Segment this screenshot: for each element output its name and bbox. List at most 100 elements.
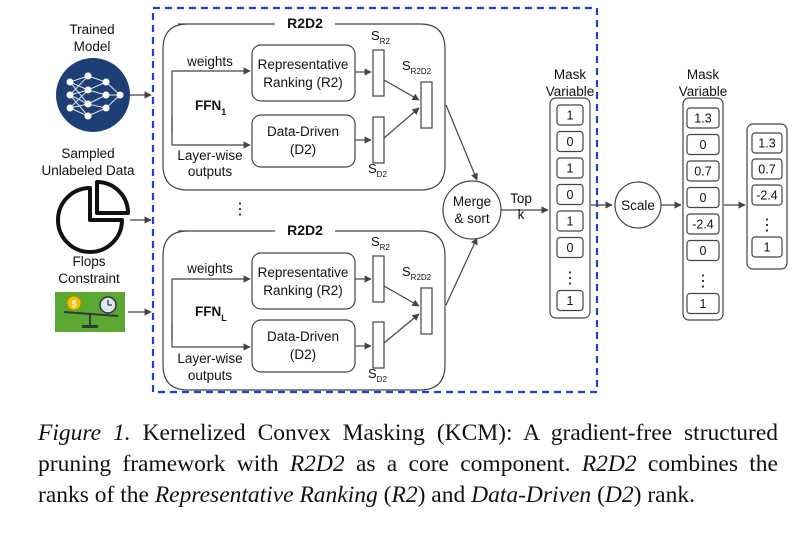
mask-value: 1 (700, 297, 707, 311)
mask-cell (751, 184, 783, 206)
r2d2-title: R2D2 (287, 15, 323, 31)
mask-variable-label-2: Variable (546, 84, 595, 99)
s-r2-label: SR2 (371, 28, 390, 46)
merge-sort-node (442, 180, 502, 240)
caption-rr: Representative Ranking (154, 482, 378, 508)
caption-r2d2: R2D2 (581, 451, 637, 477)
mask-cell (556, 236, 584, 259)
mask-value: 1 (567, 109, 574, 123)
mask-cell (686, 133, 720, 156)
r2d2-title: R2D2 (287, 222, 323, 238)
figure-label: Figure 1. (38, 420, 131, 446)
caption-text: ( (591, 482, 605, 508)
rr-label: Representative (258, 57, 349, 72)
mask-value: 0.7 (694, 165, 711, 179)
mask-variable-label: Mask (554, 67, 587, 82)
mask-value: 0 (700, 138, 707, 152)
ellipsis-cell: ⋮ (695, 273, 711, 290)
mask-cell (686, 186, 720, 209)
mask-cell (556, 289, 584, 312)
mask-cell (686, 160, 720, 182)
mask-value: 0.7 (758, 163, 775, 177)
svg-text:$: $ (71, 299, 76, 309)
mask-value: 0 (700, 244, 707, 258)
final-mask-cells: 1.3 0.7 -2.4 ⋮ 1 (751, 132, 783, 258)
s-r2-bar (372, 255, 385, 303)
ellipsis-cell: ⋮ (562, 270, 578, 287)
ellipsis-cell: ⋮ (759, 217, 775, 234)
caption-text: as a core component. (344, 451, 582, 477)
mask-cell (556, 157, 584, 179)
mask-cell (686, 239, 720, 262)
s-r2d2-bar (420, 287, 433, 335)
neural-network-icon (56, 58, 130, 132)
mask-value: 1.3 (694, 112, 711, 126)
s-r2d2-label: SR2D2 (402, 264, 432, 282)
rr-label-2: Ranking (R2) (263, 75, 343, 90)
layerwise-label-2: outputs (188, 164, 233, 179)
s-d2-bar (372, 321, 385, 369)
kcm-diagram: Trained Model Sampled Unlabeled Data Flo… (41, 6, 788, 394)
caption-dd: Data-Driven (471, 482, 592, 508)
ffn-label: FFNL (195, 304, 227, 323)
mask-value: -2.4 (756, 189, 778, 203)
mask-value: 1 (764, 241, 771, 255)
layerwise-label: Layer-wise (177, 148, 242, 163)
s-d2-bar (372, 116, 385, 164)
trained-model-label-2: Model (74, 39, 111, 54)
caption-d2: D2 (604, 482, 634, 508)
flops-label-2: Constraint (58, 271, 120, 286)
flops-scale-icon: $ (55, 292, 125, 332)
mask-value: 1 (567, 162, 574, 176)
mask-column-2-cells: 1.300.70-2.40⋮1 (686, 107, 720, 315)
mask-variable-label: Mask (687, 67, 720, 82)
mask-value: 1.3 (758, 137, 775, 151)
data-driven-box (251, 319, 356, 373)
weights-label: weights (186, 54, 233, 69)
caption-r2d2: R2D2 (289, 451, 345, 477)
s-d2-label: SD2 (368, 161, 387, 179)
mask-cell (686, 213, 720, 235)
rr-label: Representative (258, 265, 349, 280)
mask-value: 0 (567, 241, 574, 255)
mask-cell (686, 292, 720, 315)
s-r2d2-bar (420, 81, 433, 129)
mask-cell (686, 107, 720, 129)
dd-label: Data-Driven (267, 329, 339, 344)
mask-cell (751, 132, 783, 154)
dd-label-2: (D2) (290, 142, 316, 157)
caption-text: ) rank. (633, 482, 695, 508)
topk-label: Top (510, 191, 532, 206)
s-r2-label: SR2 (371, 234, 390, 252)
merge-label-2: & sort (454, 211, 490, 226)
caption-text: Kernelized Convex Masking (KCM): A gradi… (38, 420, 779, 477)
data-driven-box (251, 114, 356, 168)
sampled-data-label-2: Unlabeled Data (41, 163, 135, 178)
mask-value: 0 (700, 191, 707, 205)
s-r2-bar (372, 49, 385, 97)
caption-text: combines the ranks of the (38, 451, 778, 508)
merge-label: Merge (453, 194, 491, 209)
weights-label: weights (186, 261, 233, 276)
vertical-ellipsis: ⋮ (232, 201, 248, 218)
representative-ranking-box (251, 44, 356, 102)
mask-value: 0 (567, 188, 574, 202)
mask-cell (751, 158, 783, 180)
topk-label-2: k (518, 207, 525, 222)
pie-chart-icon (56, 180, 130, 254)
mask-cell (556, 183, 584, 206)
mask-variable-label-2: Variable (679, 84, 728, 99)
s-d2-label: SD2 (368, 366, 387, 384)
mask-cell (751, 236, 783, 258)
mask-value: 1 (567, 215, 574, 229)
mask-value: 0 (567, 135, 574, 149)
dd-label: Data-Driven (267, 124, 339, 139)
flops-label: Flops (72, 254, 105, 269)
rr-label-2: Ranking (R2) (263, 283, 343, 298)
mask-cell (556, 130, 584, 153)
r2d2-dashed-container (151, 6, 599, 394)
caption-r2: R2 (391, 482, 418, 508)
sampled-data-label: Sampled (61, 146, 114, 161)
caption-text: ( (377, 482, 392, 508)
